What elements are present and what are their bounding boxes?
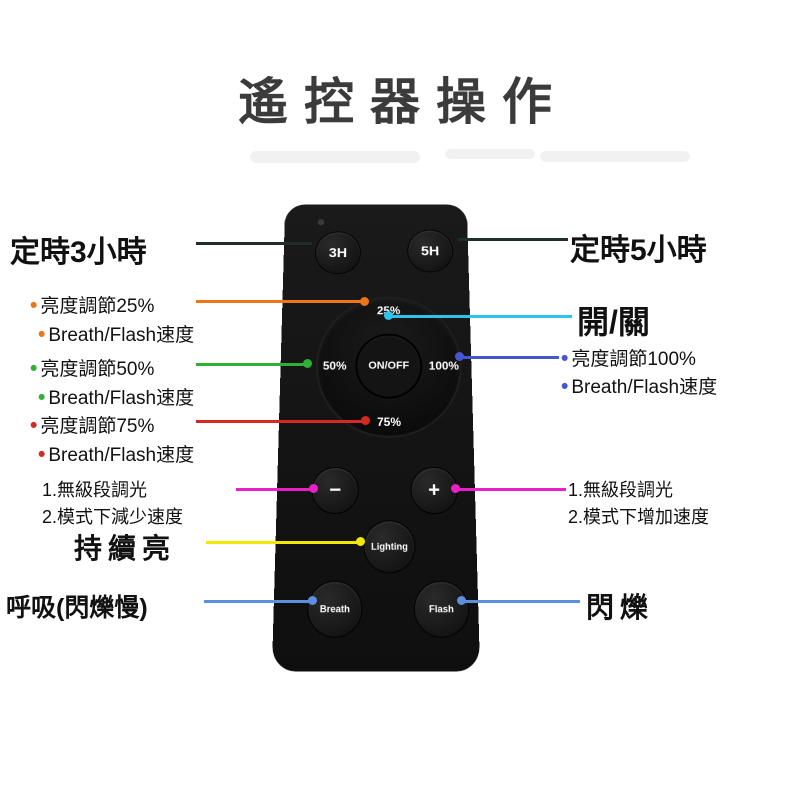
- callout-line-plus: [456, 488, 566, 491]
- callout-line-lighting: [206, 541, 362, 544]
- led-indicator: [317, 219, 325, 226]
- dot-minus: [309, 484, 318, 493]
- dot-50: [303, 359, 312, 368]
- bullet-icon: •: [38, 386, 46, 409]
- minus-button[interactable]: −: [312, 467, 358, 514]
- callout-line-flash: [462, 600, 580, 603]
- reflection-streak: [445, 149, 535, 159]
- label-timer3: 定時3小時: [10, 236, 147, 269]
- label-breath: 呼吸(閃爍慢): [6, 594, 148, 622]
- label-onoff: 開/關: [577, 304, 650, 340]
- label-speed-75: •Breath/Flash速度: [38, 443, 195, 466]
- callout-line-onoff: [390, 315, 572, 318]
- dot-75: [361, 416, 370, 425]
- callout-line-50: [196, 363, 308, 366]
- on-off-button[interactable]: ON/OFF: [357, 335, 421, 397]
- page-title: 遙控器操作: [238, 74, 568, 130]
- bullet-icon: •: [561, 347, 569, 370]
- label-dim-plus-2: 2.模式下增加速度: [568, 507, 710, 527]
- dot-onoff: [384, 311, 393, 320]
- dot-breath: [308, 596, 317, 605]
- dot-lighting: [356, 537, 365, 546]
- reflection-streak: [540, 151, 690, 162]
- label-speed-25: •Breath/Flash速度: [38, 323, 195, 346]
- dpad-label-50: 50%: [322, 359, 347, 373]
- reflection-streak: [250, 151, 420, 163]
- bullet-icon: •: [561, 375, 569, 398]
- timer-3h-button[interactable]: 3H: [315, 232, 360, 274]
- dpad-label-75: 75%: [376, 415, 402, 429]
- label-flash: 閃爍: [586, 592, 655, 623]
- callout-line-100: [459, 356, 559, 359]
- dpad-label-100: 100%: [428, 359, 460, 373]
- plus-button[interactable]: +: [411, 467, 458, 514]
- label-brightness-75: •亮度調節75%: [30, 414, 155, 437]
- label-dim-minus-1: 1.無級段調光: [42, 480, 148, 500]
- callout-line-minus: [236, 488, 314, 491]
- bullet-icon: •: [30, 357, 38, 380]
- bullet-icon: •: [30, 414, 38, 437]
- label-speed-50: •Breath/Flash速度: [38, 386, 195, 409]
- timer-5h-button[interactable]: 5H: [408, 230, 453, 272]
- callout-line-25: [196, 300, 364, 303]
- label-speed-100: •Breath/Flash速度: [561, 375, 718, 398]
- label-brightness-50: •亮度調節50%: [30, 357, 155, 380]
- label-brightness-100: •亮度調節100%: [561, 347, 696, 370]
- label-continuous: 持續亮: [74, 533, 177, 564]
- callout-line-breath: [204, 600, 314, 603]
- lighting-button[interactable]: Lighting: [364, 521, 415, 573]
- callout-line-75: [196, 420, 366, 423]
- label-dim-minus-2: 2.模式下減少速度: [42, 507, 184, 527]
- bullet-icon: •: [38, 323, 46, 346]
- label-brightness-25: •亮度調節25%: [30, 294, 155, 317]
- bullet-icon: •: [30, 294, 38, 317]
- callout-line-timer5: [458, 238, 568, 241]
- bullet-icon: •: [38, 443, 46, 466]
- label-dim-plus-1: 1.無級段調光: [568, 480, 674, 500]
- label-timer5: 定時5小時: [570, 234, 707, 267]
- breath-button[interactable]: Breath: [307, 581, 362, 637]
- dot-flash: [457, 596, 466, 605]
- dot-100: [455, 352, 464, 361]
- dot-plus: [451, 484, 460, 493]
- flash-button[interactable]: Flash: [414, 581, 469, 637]
- dot-25: [360, 297, 369, 306]
- callout-line-timer3: [196, 242, 312, 245]
